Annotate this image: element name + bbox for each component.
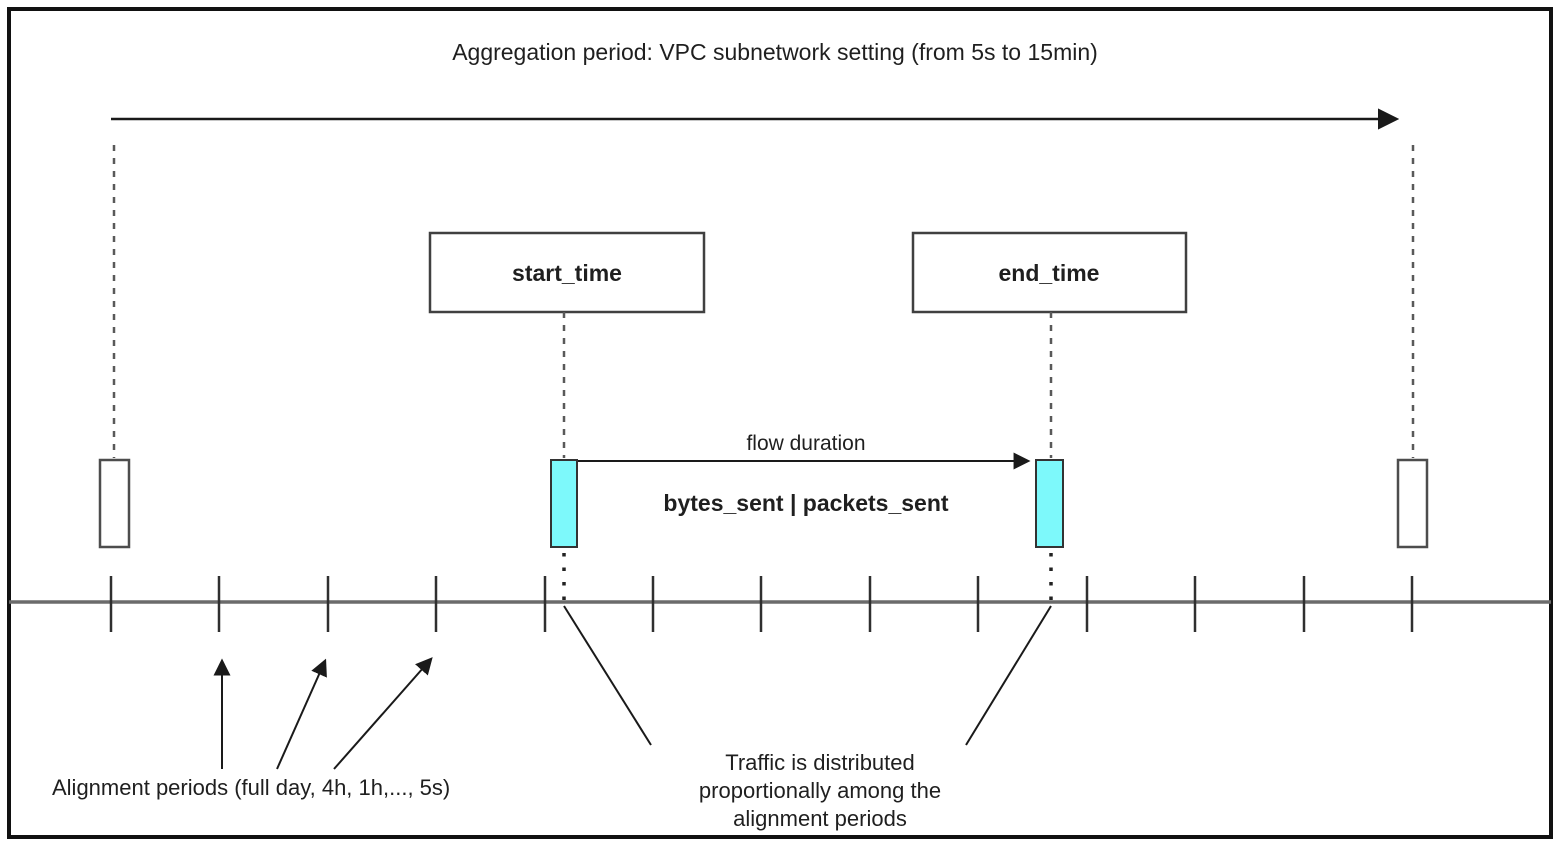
- right-boundary-marker-rect: [1396, 458, 1429, 549]
- traffic-note-leader-left: [563, 605, 652, 746]
- timeline-ticks: [109, 576, 1414, 632]
- metrics-label: bytes_sent | packets_sent: [663, 490, 948, 516]
- alignment-arrow-3: [333, 657, 433, 770]
- flow-end-marker-rect: [1035, 459, 1064, 548]
- flow-start-marker-rect: [550, 459, 578, 548]
- traffic-note-line1: Traffic is distributed: [725, 750, 915, 775]
- diagram-title: Aggregation period: VPC subnetwork setti…: [452, 39, 1098, 65]
- left-boundary-marker-rect: [98, 458, 131, 549]
- alignment-arrow-2: [276, 658, 327, 770]
- outer-frame: [7, 7, 1553, 839]
- flow-duration-label: flow duration: [746, 432, 865, 455]
- end-time-label: end_time: [999, 260, 1100, 286]
- end-time-box: [911, 231, 1188, 314]
- alignment-periods-label: Alignment periods (full day, 4h, 1h,...,…: [52, 775, 450, 800]
- start-time-box: [428, 231, 706, 314]
- traffic-note-line2: proportionally among the: [699, 778, 941, 803]
- traffic-note-leader-right: [965, 605, 1052, 746]
- start-time-label: start_time: [512, 260, 622, 286]
- traffic-note-line3: alignment periods: [733, 806, 907, 831]
